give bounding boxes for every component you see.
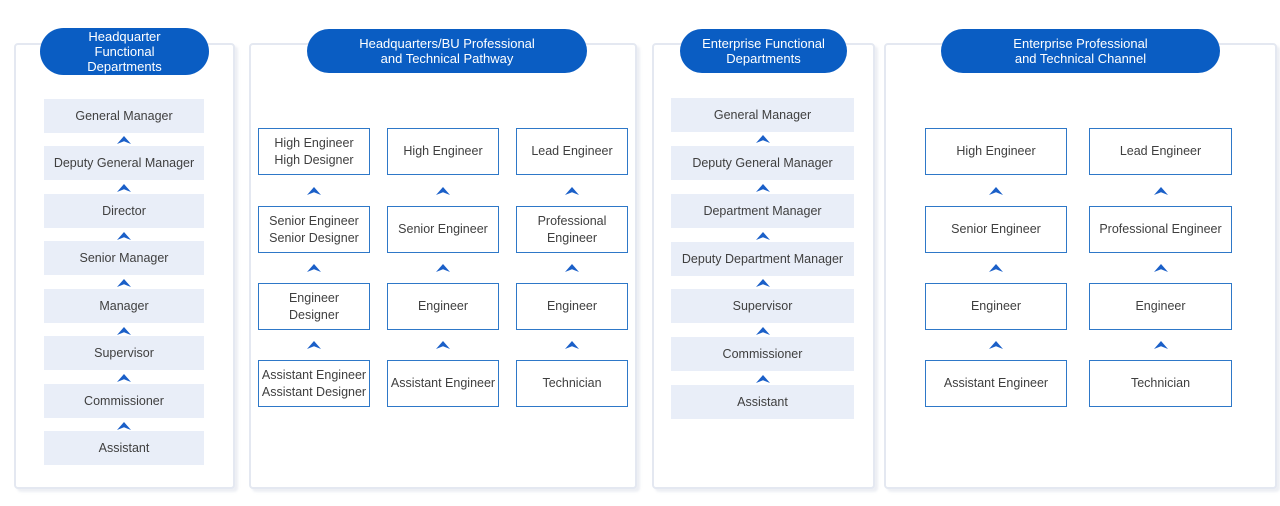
role-box: Assistant Engineer bbox=[387, 360, 499, 407]
arrow-up-icon bbox=[117, 374, 131, 382]
role-box: Lead Engineer bbox=[516, 128, 628, 175]
role-box: Director bbox=[44, 194, 204, 228]
arrow-up-icon bbox=[117, 327, 131, 335]
pathway-header-pill: Enterprise Functional Departments bbox=[680, 29, 847, 73]
role-box: Engineer bbox=[387, 283, 499, 330]
role-box: Senior Engineer bbox=[925, 206, 1067, 253]
role-box: Assistant Engineer bbox=[925, 360, 1067, 407]
panel-enterprise-functional-departments: Enterprise Functional Departments Genera… bbox=[652, 29, 875, 489]
arrow-up-icon bbox=[756, 135, 770, 143]
arrow-up-icon bbox=[307, 341, 321, 349]
role-box: Engineer bbox=[516, 283, 628, 330]
role-box: General Manager bbox=[44, 99, 204, 133]
role-box: Supervisor bbox=[671, 289, 854, 323]
role-box: Professional Engineer bbox=[516, 206, 628, 253]
arrow-up-icon bbox=[117, 184, 131, 192]
arrow-up-icon bbox=[436, 264, 450, 272]
arrow-up-icon bbox=[756, 327, 770, 335]
pathway-header-pill: Headquarter Functional Departments bbox=[40, 28, 209, 75]
role-box: Supervisor bbox=[44, 336, 204, 370]
panel-hq-functional-departments: Headquarter Functional Departments Gener… bbox=[14, 28, 235, 489]
arrow-up-icon bbox=[756, 279, 770, 287]
role-box: Senior Engineer bbox=[387, 206, 499, 253]
arrow-up-icon bbox=[565, 341, 579, 349]
role-box: Assistant bbox=[671, 385, 854, 419]
arrow-up-icon bbox=[565, 264, 579, 272]
arrow-up-icon bbox=[565, 187, 579, 195]
role-box: Technician bbox=[1089, 360, 1232, 407]
role-box: Deputy Department Manager bbox=[671, 242, 854, 276]
role-box: Deputy General Manager bbox=[44, 146, 204, 180]
role-box: Commissioner bbox=[44, 384, 204, 418]
role-box: Deputy General Manager bbox=[671, 146, 854, 180]
arrow-up-icon bbox=[1154, 341, 1168, 349]
arrow-up-icon bbox=[117, 279, 131, 287]
arrow-up-icon bbox=[1154, 187, 1168, 195]
arrow-up-icon bbox=[989, 187, 1003, 195]
arrow-up-icon bbox=[307, 264, 321, 272]
role-box: High Engineer High Designer bbox=[258, 128, 370, 175]
role-box: Department Manager bbox=[671, 194, 854, 228]
role-box: Manager bbox=[44, 289, 204, 323]
panel-enterprise-professional-channel: Enterprise Professional and Technical Ch… bbox=[884, 29, 1277, 489]
role-box: Technician bbox=[516, 360, 628, 407]
role-box: Assistant Engineer Assistant Designer bbox=[258, 360, 370, 407]
role-box: General Manager bbox=[671, 98, 854, 132]
arrow-up-icon bbox=[989, 264, 1003, 272]
arrow-up-icon bbox=[989, 341, 1003, 349]
pathway-header-pill: Headquarters/BU Professional and Technic… bbox=[307, 29, 587, 73]
arrow-up-icon bbox=[436, 341, 450, 349]
role-box: Senior Engineer Senior Designer bbox=[258, 206, 370, 253]
role-box: Engineer bbox=[925, 283, 1067, 330]
role-box: High Engineer bbox=[925, 128, 1067, 175]
arrow-up-icon bbox=[756, 375, 770, 383]
role-box: Engineer Designer bbox=[258, 283, 370, 330]
panel-hq-professional-pathway: Headquarters/BU Professional and Technic… bbox=[249, 29, 637, 489]
arrow-up-icon bbox=[436, 187, 450, 195]
role-box: Professional Engineer bbox=[1089, 206, 1232, 253]
role-box: Assistant bbox=[44, 431, 204, 465]
arrow-up-icon bbox=[307, 187, 321, 195]
arrow-up-icon bbox=[756, 184, 770, 192]
arrow-up-icon bbox=[117, 232, 131, 240]
role-box: Commissioner bbox=[671, 337, 854, 371]
role-box: Engineer bbox=[1089, 283, 1232, 330]
role-box: Lead Engineer bbox=[1089, 128, 1232, 175]
role-box: Senior Manager bbox=[44, 241, 204, 275]
pathway-header-pill: Enterprise Professional and Technical Ch… bbox=[941, 29, 1220, 73]
arrow-up-icon bbox=[1154, 264, 1168, 272]
arrow-up-icon bbox=[756, 232, 770, 240]
arrow-up-icon bbox=[117, 422, 131, 430]
arrow-up-icon bbox=[117, 136, 131, 144]
role-box: High Engineer bbox=[387, 128, 499, 175]
